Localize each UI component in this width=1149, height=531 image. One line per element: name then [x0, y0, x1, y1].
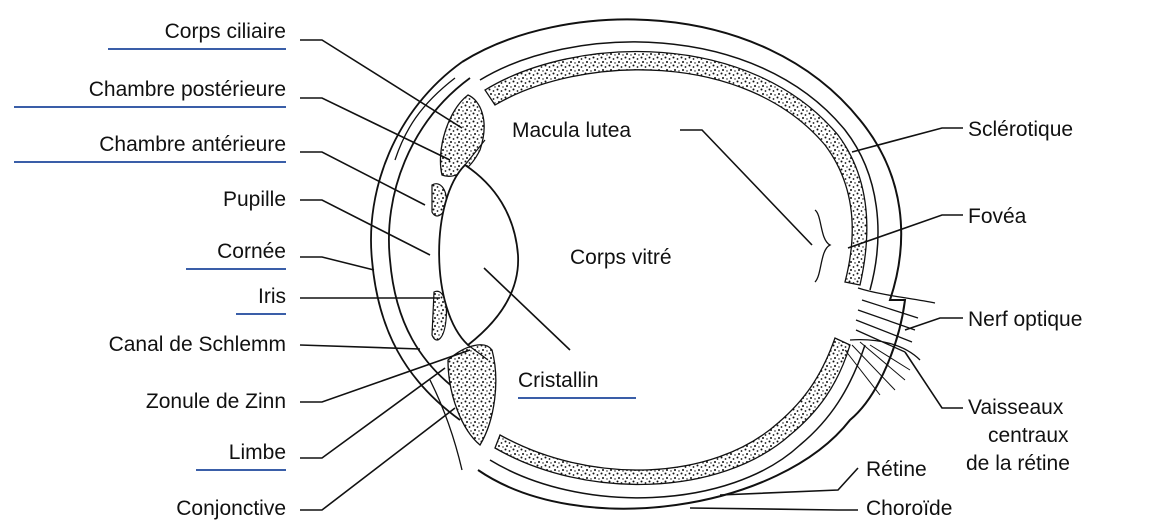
label-cornee: Cornée: [186, 240, 286, 270]
label-cristallin: Cristallin: [518, 369, 636, 399]
label-centraux: centraux: [988, 424, 1069, 448]
label-de-la-retine: de la rétine: [966, 452, 1070, 476]
label-corps-vitre: Corps vitré: [570, 246, 672, 270]
label-choroide: Choroïde: [866, 497, 952, 521]
label-retine: Rétine: [866, 458, 927, 482]
ciliary-body-lower: [448, 345, 496, 445]
label-sclerotique: Sclérotique: [968, 118, 1073, 142]
label-macula-lutea: Macula lutea: [512, 119, 631, 143]
sclera-outer: [462, 19, 905, 508]
label-fovea: Fovéa: [968, 205, 1026, 229]
macula-bracket: [815, 210, 830, 282]
label-chambre-anterieure: Chambre antérieure: [14, 133, 286, 163]
label-chambre-posterieure: Chambre postérieure: [14, 78, 286, 108]
label-conjonctive: Conjonctive: [60, 497, 286, 521]
label-zonule-de-zinn: Zonule de Zinn: [40, 390, 286, 414]
lens: [439, 165, 518, 345]
sclera-inner: [480, 42, 878, 498]
choroid-band: [485, 52, 867, 285]
label-vaisseaux: Vaisseaux: [968, 396, 1063, 420]
label-canal-de-schlemm: Canal de Schlemm: [20, 333, 286, 357]
label-limbe: Limbe: [196, 441, 286, 471]
label-corps-ciliaire: Corps ciliaire: [108, 20, 286, 50]
label-iris: Iris: [236, 285, 286, 315]
ciliary-body-upper: [440, 95, 484, 176]
label-pupille: Pupille: [110, 188, 286, 212]
label-nerf-optique: Nerf optique: [968, 308, 1082, 332]
leader-lines: [300, 40, 963, 510]
choroid-band-lower: [495, 338, 850, 484]
